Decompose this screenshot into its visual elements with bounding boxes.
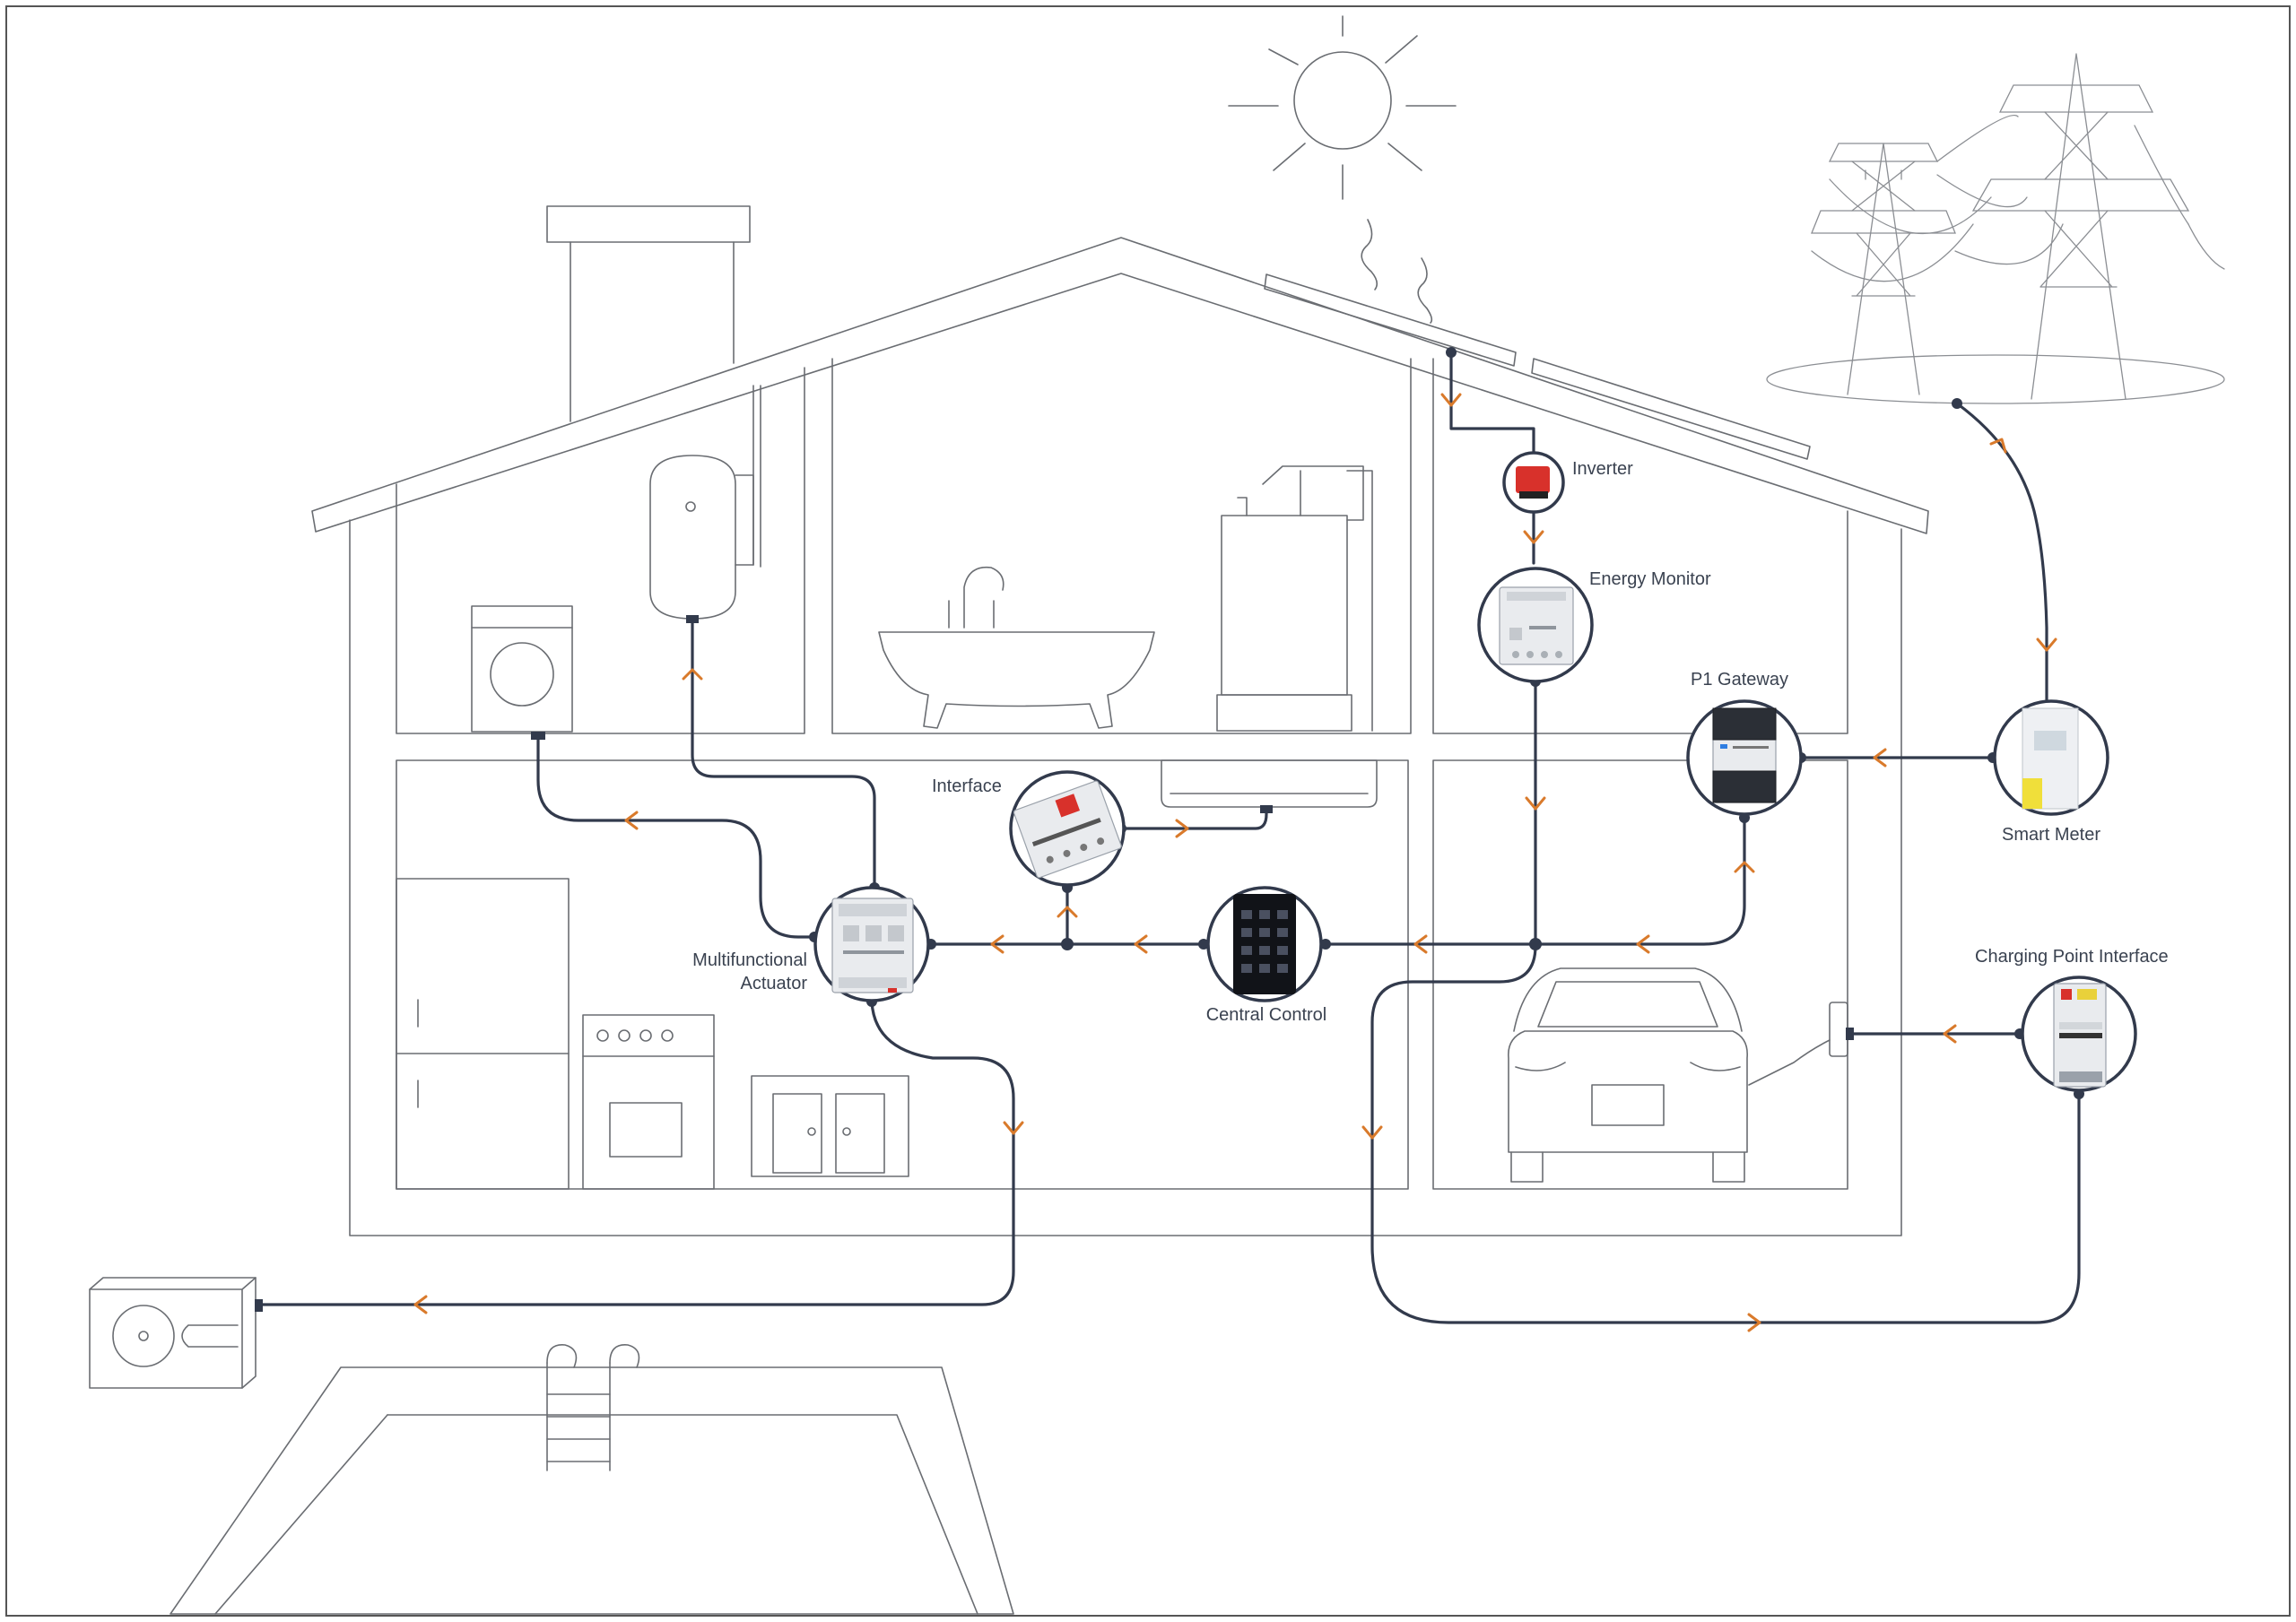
power-pylon-icon <box>1766 53 2225 404</box>
p1-gateway-icon <box>1686 699 1803 816</box>
water-heater-icon <box>649 385 761 620</box>
label-central-control: Central Control <box>1206 1005 1327 1025</box>
cabinet-icon <box>751 1075 909 1177</box>
charging-point-interface-icon <box>2021 976 2137 1092</box>
sun-icon <box>1228 15 1457 324</box>
label-inverter: Inverter <box>1572 459 1633 479</box>
label-multifunctional-actuator-line2: Actuator <box>741 974 808 993</box>
label-charging-point-interface: Charging Point Interface <box>1975 947 2169 967</box>
smart-meter-icon <box>1993 699 2109 816</box>
label-smart-meter: Smart Meter <box>2002 825 2100 845</box>
label-energy-monitor: Energy Monitor <box>1589 569 1711 589</box>
shower-icon <box>1216 465 1373 732</box>
inverter-icon <box>1502 451 1565 514</box>
label-multifunctional-actuator-line1: Multifunctional <box>692 950 807 970</box>
multifunctional-actuator-icon <box>813 886 930 1002</box>
washing-machine-icon <box>471 605 573 733</box>
solar-panel-icon <box>1264 273 1811 460</box>
ev-charger-icon <box>1829 1002 1848 1057</box>
central-control-icon <box>1206 886 1323 1002</box>
house-outline <box>311 205 1929 1236</box>
bathtub-icon <box>878 566 1155 729</box>
fridge-icon <box>396 878 570 1190</box>
flow-arrows <box>413 393 2057 1332</box>
label-interface: Interface <box>932 776 1002 796</box>
car-icon <box>1508 967 1831 1183</box>
interface-icon <box>1009 770 1126 887</box>
connection-wires <box>258 351 2081 1324</box>
heat-pump-icon <box>89 1277 257 1389</box>
label-p1-gateway: P1 Gateway <box>1691 670 1788 690</box>
air-conditioner-icon <box>1161 759 1378 808</box>
frame <box>5 5 2291 1617</box>
energy-monitor-icon <box>1477 567 1594 683</box>
pool-icon <box>170 1344 1014 1615</box>
oven-icon <box>582 1014 715 1190</box>
